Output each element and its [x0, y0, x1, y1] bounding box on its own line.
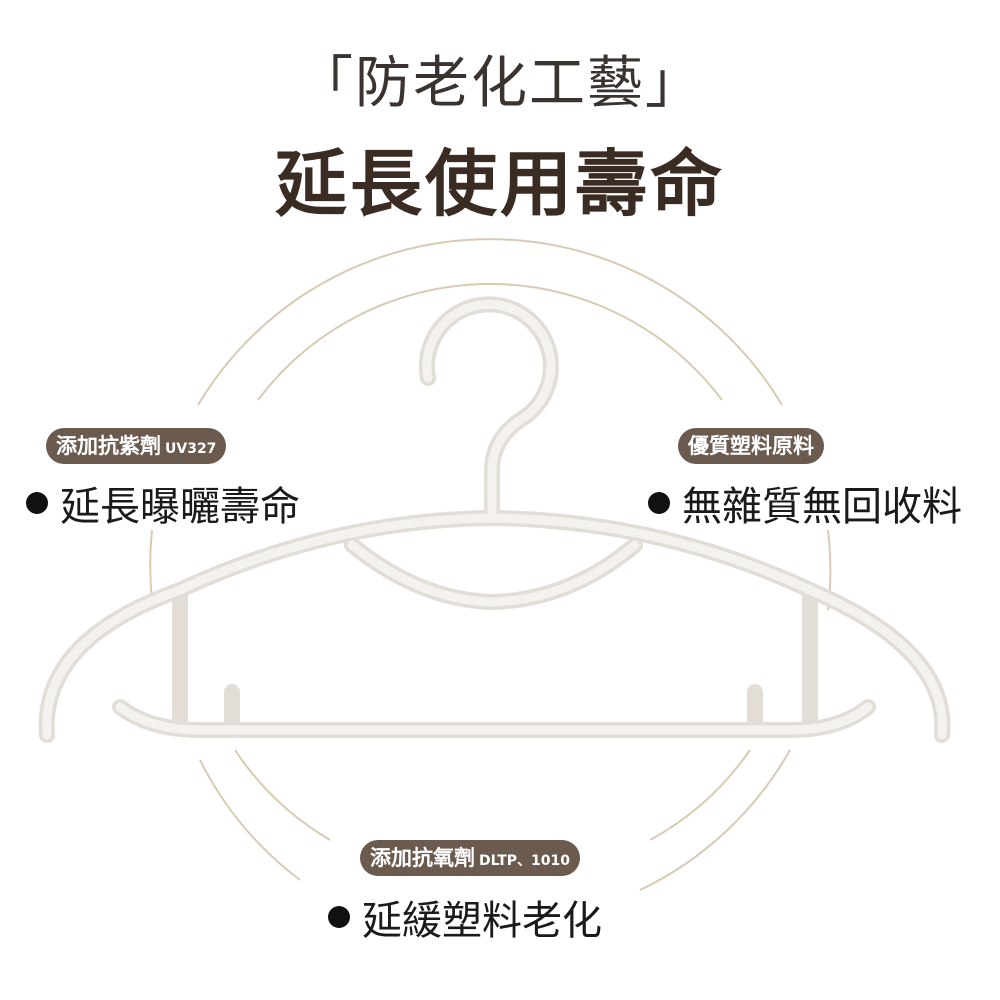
feature-antioxidant: 延緩塑料老化: [328, 888, 602, 946]
bullet-icon: [328, 906, 350, 928]
badge-code: DLTP、1010: [479, 853, 570, 869]
bullet-icon: [648, 492, 670, 514]
bullet-icon: [26, 492, 48, 514]
page-title: 延長使用壽命: [274, 142, 725, 226]
badge-label: 添加抗氧劑: [370, 846, 475, 870]
badge-code: UV327: [165, 441, 217, 457]
badge-label: 優質塑料原料: [688, 434, 814, 458]
feature-text: 延長曝曬壽命: [60, 484, 300, 530]
feature-material: 無雜質無回收料: [648, 474, 962, 532]
feature-uv: 延長曝曬壽命: [26, 474, 300, 532]
feature-badge-material: 優質塑料原料: [678, 428, 824, 464]
badge-label: 添加抗紫劑: [56, 434, 161, 458]
feature-text: 無雜質無回收料: [682, 484, 962, 530]
decorative-arcs: [149, 238, 832, 891]
feature-text: 延緩塑料老化: [362, 898, 602, 944]
subtitle: 「防老化工藝」: [297, 51, 703, 116]
